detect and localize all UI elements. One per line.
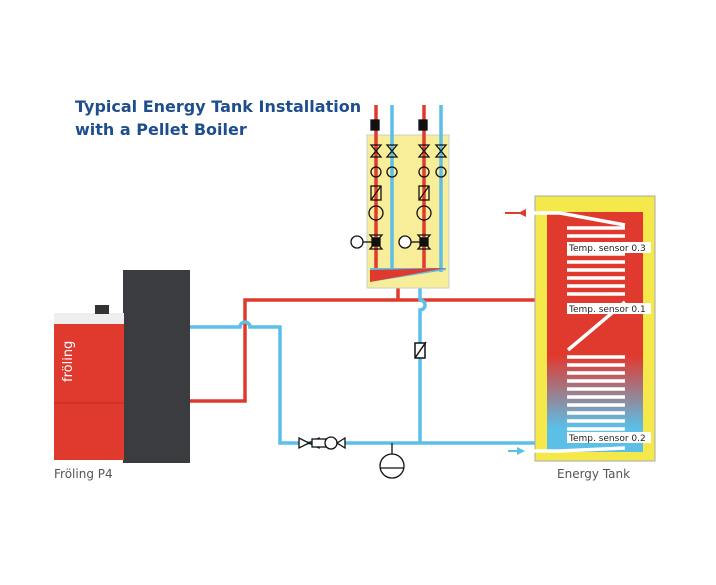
sensor-labels: Temp. sensor 0.3 Temp. sensor 0.1 Temp. … [567, 242, 651, 444]
pump-valve-group-icon [298, 436, 346, 450]
title-line-2: with a Pellet Boiler [75, 120, 247, 139]
pellet-boiler: fröling Fröling P4 [54, 270, 190, 481]
tank-label: Energy Tank [557, 467, 630, 481]
boiler-brand-logo: fröling [61, 341, 76, 382]
cold-inlet-arrow-icon [517, 447, 525, 455]
temp-sensor-0-2: Temp. sensor 0.2 [568, 434, 646, 444]
temp-sensor-0-1: Temp. sensor 0.1 [568, 305, 646, 315]
temp-sensor-0-3: Temp. sensor 0.3 [568, 244, 646, 254]
diagram-title: Typical Energy Tank Installation with a … [75, 95, 361, 141]
heating-manifold [350, 105, 450, 289]
manifold-fittings-icons [350, 119, 448, 250]
boiler-label: Fröling P4 [54, 467, 113, 481]
flow-sensor-icon [414, 341, 427, 359]
energy-tank: Temp. sensor 0.3 Temp. sensor 0.1 Temp. … [505, 195, 656, 481]
cold-return-pipe [124, 283, 540, 445]
title-line-1: Typical Energy Tank Installation [75, 97, 362, 116]
expansion-vessel-icon [379, 443, 405, 479]
hot-outlet-arrow-icon [518, 209, 526, 217]
